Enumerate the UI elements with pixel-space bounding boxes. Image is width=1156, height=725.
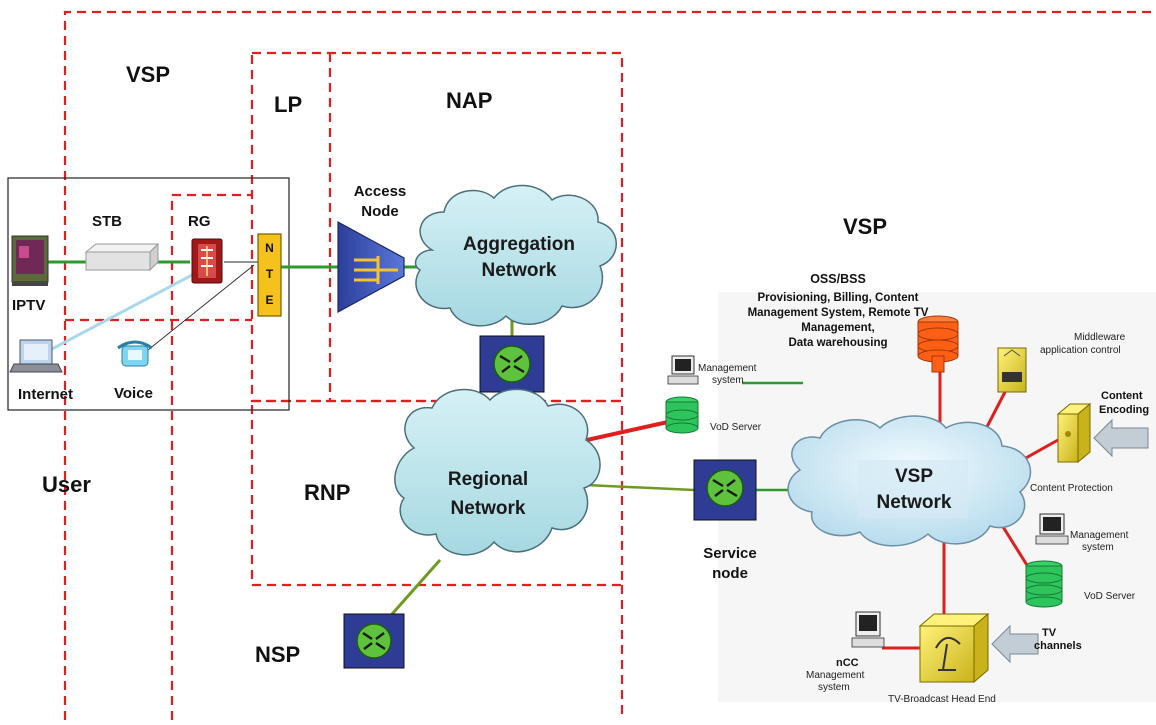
service-node-router-icon — [693, 459, 757, 521]
tv-input-arrow-icon — [991, 624, 1039, 664]
regional-cloud-label-2: Network — [451, 498, 526, 519]
domain-label-vsp-top: VSP — [126, 62, 170, 87]
middleware-label-1: Middleware — [1074, 332, 1126, 343]
vsp-cloud-label-bg — [858, 460, 968, 518]
nte-letter-n: N — [265, 241, 274, 255]
vod-server-icon-right — [1025, 560, 1063, 608]
content-encoding-label-2: Encoding — [1099, 404, 1149, 416]
stb-label: STB — [92, 213, 122, 230]
iptv-label: IPTV — [12, 297, 45, 314]
vsp-cloud-label-1: VSP — [895, 466, 933, 487]
link-voice-rg — [147, 264, 255, 351]
phone-icon — [117, 340, 153, 367]
ncc-computer-icon — [851, 611, 885, 648]
regional-cloud — [394, 388, 601, 556]
service-node-label-1: Service — [703, 545, 756, 562]
head-end-icon — [918, 612, 990, 684]
content-input-arrow-icon — [1093, 418, 1149, 458]
router-icon — [479, 335, 545, 393]
management-computer-icon — [667, 355, 699, 385]
domain-label-vsp-right: VSP — [843, 214, 887, 239]
tv-icon — [11, 235, 49, 286]
domain-label-rnp: RNP — [304, 480, 350, 505]
content-protection-label: Content Protection — [1030, 483, 1113, 494]
domain-label-lp: LP — [274, 92, 302, 117]
nte-box: N T E — [257, 233, 282, 317]
residential-gateway-icon — [191, 238, 223, 284]
vod-server-icon-top — [665, 396, 699, 434]
access-node-label-2: Node — [361, 203, 399, 220]
content-encoding-label-1: Content — [1101, 390, 1143, 402]
nte-letter-t: T — [266, 267, 274, 281]
nte-letter-e: E — [265, 293, 273, 307]
vod-right-label: VoD Server — [1084, 591, 1136, 602]
content-encoding-server-icon — [1056, 402, 1092, 464]
ncc-label-2: Management — [806, 670, 865, 681]
regional-cloud-label-1: Regional — [448, 469, 528, 490]
aggregation-cloud-label-1: Aggregation — [463, 234, 575, 255]
link-regional-vod — [577, 420, 669, 444]
access-node-icon — [337, 220, 405, 314]
ncc-label-1: nCC — [836, 657, 859, 669]
middleware-server-icon — [997, 347, 1027, 393]
oss-line-1: Provisioning, Billing, Content — [758, 292, 919, 304]
access-node-label-1: Access — [354, 183, 407, 200]
aggregation-cloud — [414, 184, 617, 327]
head-end-label: TV-Broadcast Head End — [888, 694, 996, 705]
middleware-label-2: application control — [1040, 345, 1121, 356]
voice-label: Voice — [114, 385, 153, 402]
link-vsp-vod — [998, 521, 1032, 571]
user-premises-box — [7, 177, 290, 411]
tv-channels-label-2: channels — [1034, 640, 1082, 652]
domain-label-nap: NAP — [446, 88, 492, 113]
aggregation-cloud-label-2: Network — [482, 260, 557, 281]
oss-database-icon — [917, 315, 959, 373]
vod-top-label: VoD Server — [710, 422, 762, 433]
tv-channels-label-1: TV — [1042, 627, 1057, 639]
domain-label-nsp: NSP — [255, 642, 300, 667]
oss-line-2: Management System, Remote TV — [748, 307, 929, 319]
mgmt-top-label-1: Management — [698, 363, 757, 374]
mgmt-top-label-2: system — [712, 375, 744, 386]
rg-label: RG — [188, 213, 211, 230]
oss-line-3: Management, — [801, 322, 875, 334]
link-internet-rg — [49, 272, 195, 352]
link-regional-nsp — [383, 559, 442, 623]
internet-label: Internet — [18, 386, 73, 403]
mgmt-right-label-1: Management — [1070, 530, 1129, 541]
link-regional-servicenode — [585, 483, 695, 492]
laptop-icon — [9, 339, 63, 373]
vsp-cloud-label-2: Network — [877, 492, 952, 513]
oss-line-4: Data warehousing — [788, 337, 887, 349]
service-node-label-2: node — [712, 565, 748, 582]
ncc-label-3: system — [818, 682, 850, 693]
oss-title: OSS/BSS — [810, 272, 866, 286]
nsp-router-icon — [343, 613, 405, 669]
management-computer-icon-right — [1035, 513, 1069, 545]
domain-label-user: User — [42, 472, 91, 497]
set-top-box-icon — [84, 242, 160, 272]
mgmt-right-label-2: system — [1082, 542, 1114, 553]
